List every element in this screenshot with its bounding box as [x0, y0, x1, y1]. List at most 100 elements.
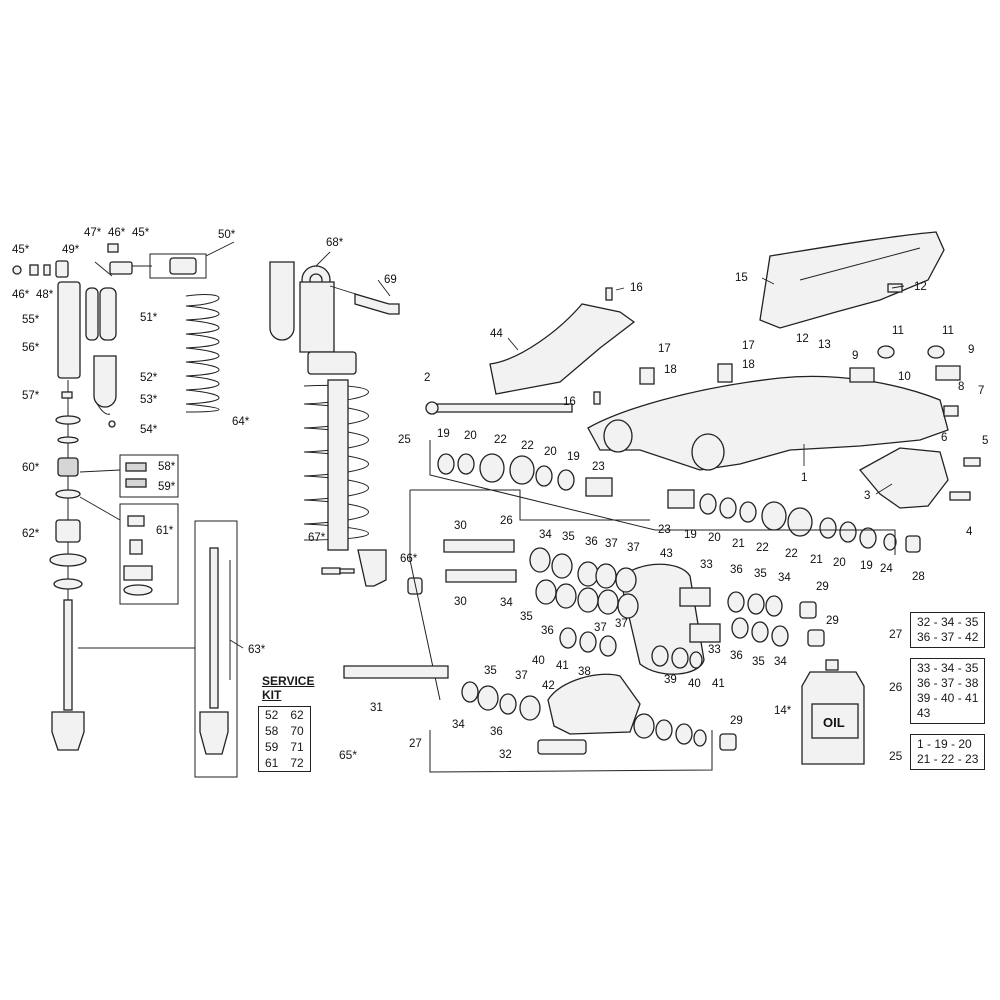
label-51: 51*: [140, 312, 158, 324]
label-11a: 11: [892, 325, 904, 337]
service-kit-row: 52 62: [259, 707, 311, 724]
label-69: 69: [384, 274, 397, 286]
label-25: 25: [398, 434, 411, 446]
label-30a: 30: [454, 520, 467, 532]
label-68: 68*: [326, 237, 344, 249]
service-kit-cell: 61: [265, 756, 279, 770]
label-66: 66*: [400, 553, 418, 565]
label-36e: 36: [490, 726, 503, 738]
label-22d: 22: [785, 548, 798, 560]
label-34a: 34: [539, 529, 552, 541]
service-kit-row: 59 71: [259, 739, 311, 755]
label-67: 67*: [308, 532, 326, 544]
leader-lines: [205, 241, 905, 649]
label-34e: 34: [452, 719, 465, 731]
shock-spring-64: [185, 294, 220, 413]
label-43: 43: [660, 548, 673, 560]
label-37e: 37: [515, 670, 528, 682]
label-18b: 18: [742, 359, 755, 371]
kit-25-number: 25: [889, 749, 903, 763]
kit-26-box: 33 - 34 - 35 36 - 37 - 38 39 - 40 - 41 4…: [910, 658, 986, 724]
label-37d: 37: [615, 618, 628, 630]
kit-27-box: 32 - 34 - 35 36 - 37 - 42: [910, 612, 986, 648]
label-37b: 37: [627, 542, 640, 554]
linkage-bolts: [343, 539, 587, 755]
part-box-50: [132, 253, 207, 279]
label-19d: 19: [860, 560, 873, 572]
label-39: 39: [664, 674, 677, 686]
service-kit-title-line2: KIT: [262, 688, 282, 702]
label-41b: 41: [712, 678, 725, 690]
label-7: 7: [978, 385, 984, 397]
label-62: 62*: [22, 528, 40, 540]
kit-25-line: 1 - 19 - 20: [917, 737, 972, 751]
service-kit-cell: 58: [265, 724, 279, 738]
label-45b: 45*: [132, 227, 150, 239]
label-60: 60*: [22, 462, 40, 474]
label-54: 54*: [140, 424, 158, 436]
label-22b: 22: [521, 440, 534, 452]
oil-bottle-14: OIL: [801, 659, 865, 765]
kit-25-line: 21 - 22 - 23: [917, 752, 979, 766]
label-9b: 9: [968, 344, 974, 356]
service-kit-title-line1: SERVICE: [262, 674, 315, 688]
service-kit-title: SERVICE KIT: [262, 674, 314, 702]
label-50: 50*: [218, 229, 236, 241]
shock-absorber-assembly: [269, 261, 423, 595]
label-11b: 11: [942, 325, 954, 337]
label-20d: 20: [833, 557, 846, 569]
label-53: 53*: [140, 394, 158, 406]
label-21a: 21: [732, 538, 745, 550]
label-19c: 19: [684, 529, 697, 541]
label-15: 15: [735, 272, 748, 284]
label-17b: 17: [742, 340, 755, 352]
label-28: 28: [912, 571, 925, 583]
label-59: 59*: [158, 481, 176, 493]
linkage-frames: [409, 440, 896, 773]
label-37c: 37: [594, 622, 607, 634]
label-63: 63*: [248, 644, 266, 656]
kit-27-line: 32 - 34 - 35: [917, 615, 979, 629]
service-kit-cell: 62: [290, 708, 304, 722]
bearing-row-upper: [437, 453, 921, 553]
shock-exploded-column: [12, 243, 195, 751]
label-16b: 16: [563, 396, 576, 408]
label-35b: 35: [520, 611, 533, 623]
label-34c: 34: [778, 572, 791, 584]
label-38: 38: [578, 666, 591, 678]
label-29a: 29: [816, 581, 829, 593]
label-61: 61*: [156, 525, 174, 537]
label-35c: 35: [754, 568, 767, 580]
kit-26-number: 26: [889, 680, 903, 694]
label-16a: 16: [630, 282, 643, 294]
label-1: 1: [801, 472, 807, 484]
label-21b: 21: [810, 554, 823, 566]
label-3: 3: [864, 490, 870, 502]
label-34d: 34: [774, 656, 787, 668]
linkage-parts: [461, 547, 825, 751]
service-kit-row: 61 72: [259, 755, 311, 772]
service-kit-row: 58 70: [259, 723, 311, 739]
swingarm-1: [425, 345, 981, 509]
label-20c: 20: [708, 532, 721, 544]
label-9a: 9: [852, 350, 858, 362]
label-12b: 12: [796, 333, 809, 345]
label-41a: 41: [556, 660, 569, 672]
label-8: 8: [958, 381, 964, 393]
label-30b: 30: [454, 596, 467, 608]
label-10: 10: [898, 371, 911, 383]
label-18a: 18: [664, 364, 677, 376]
label-26: 26: [500, 515, 513, 527]
label-40a: 40: [532, 655, 545, 667]
chain-guard-15: [759, 231, 945, 329]
label-19b: 19: [567, 451, 580, 463]
label-22a: 22: [494, 434, 507, 446]
label-49: 49*: [62, 244, 80, 256]
label-47: 47*: [84, 227, 102, 239]
label-23a: 23: [592, 461, 605, 473]
label-5: 5: [982, 435, 988, 447]
label-46b: 46*: [108, 227, 126, 239]
service-kit-cell: 70: [290, 724, 304, 738]
label-35e: 35: [484, 665, 497, 677]
kit-26-line: 39 - 40 - 41: [917, 691, 979, 705]
